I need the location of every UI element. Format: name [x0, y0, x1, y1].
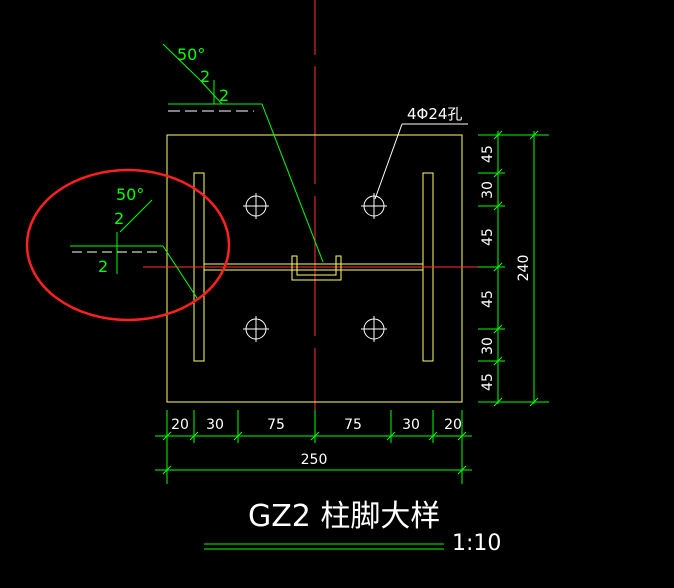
dim-right-2: 30 [480, 181, 496, 199]
weld-top-size-upper: 2 [200, 67, 210, 86]
weld-left-angle: 50° [116, 185, 144, 204]
dim-bottom-4: 75 [344, 417, 362, 433]
dim-bottom-total: 250 [301, 452, 328, 468]
weld-top-size-lower: 2 [219, 86, 229, 105]
hole-label: 4Φ24孔 [407, 105, 462, 123]
base-plate [166, 134, 463, 403]
dimension-chain-bottom [155, 410, 472, 484]
dim-bottom-6: 20 [444, 417, 462, 433]
dimension-text-bottom: 20 30 75 75 30 20 250 [171, 417, 462, 468]
dim-bottom-5: 30 [402, 417, 420, 433]
dim-right-3: 45 [480, 228, 496, 246]
dimension-text-right: 45 30 45 45 30 45 240 [480, 145, 532, 391]
title-underline [204, 543, 444, 550]
weld-top-angle: 50° [177, 45, 205, 64]
weld-symbol-top [162, 43, 324, 263]
bolt-holes [243, 193, 387, 342]
drawing-title: GZ2 柱脚大样 [248, 499, 440, 534]
web-plate [204, 263, 423, 271]
dim-right-5: 30 [480, 337, 496, 355]
annotation-circle [25, 168, 231, 322]
dim-right-4: 45 [480, 290, 496, 308]
dimension-chain-right [478, 130, 549, 407]
weld-symbol-left [70, 199, 198, 299]
channel-stiffener [291, 255, 342, 281]
dim-right-6: 45 [480, 373, 496, 391]
dim-right-1: 45 [480, 145, 496, 163]
dim-bottom-1: 20 [171, 417, 189, 433]
weld-left-size-lower: 2 [98, 257, 108, 276]
drawing-scale: 1:10 [452, 531, 501, 556]
dim-right-total: 240 [516, 255, 532, 282]
dim-bottom-3: 75 [267, 417, 285, 433]
dim-bottom-2: 30 [206, 417, 224, 433]
weld-left-size-upper: 2 [114, 209, 124, 228]
hole-label-leader [374, 123, 468, 200]
